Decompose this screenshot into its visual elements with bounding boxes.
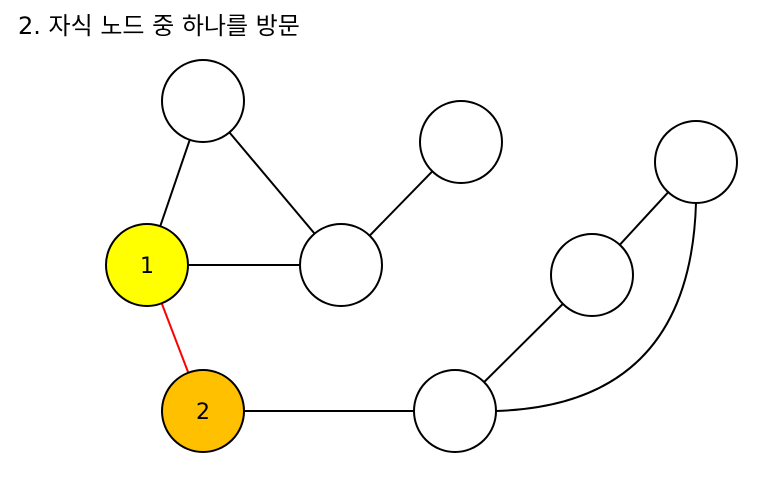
edge-top-mid xyxy=(228,131,316,235)
edge-n1-top xyxy=(159,139,191,227)
edge-bottomright-farright xyxy=(495,202,697,412)
edge-n1-n2 xyxy=(160,302,190,374)
edge-mid-topright xyxy=(368,170,434,237)
node-circle xyxy=(654,120,738,204)
graph-node-bottomright xyxy=(413,369,497,453)
edge-rightmid-farright xyxy=(619,191,669,246)
node-circle xyxy=(419,100,503,184)
node-label: 1 xyxy=(140,254,154,279)
graph-node-n1: 1 xyxy=(105,223,189,307)
node-label: 2 xyxy=(196,400,210,425)
edge-bottomright-rightmid xyxy=(483,303,564,383)
graph-node-farright xyxy=(654,120,738,204)
node-circle xyxy=(161,369,245,453)
graph-node-top xyxy=(161,59,245,143)
graph-node-rightmid xyxy=(550,233,634,317)
node-circle xyxy=(550,233,634,317)
edge-layer xyxy=(159,131,697,412)
node-circle xyxy=(161,59,245,143)
graph-node-n2: 2 xyxy=(161,369,245,453)
node-layer: 12 xyxy=(105,59,738,453)
node-circle xyxy=(299,223,383,307)
node-circle xyxy=(105,223,189,307)
page-title: 2. 자식 노드 중 하나를 방문 xyxy=(18,12,300,40)
node-circle xyxy=(413,369,497,453)
graph-node-mid xyxy=(299,223,383,307)
graph-node-topright xyxy=(419,100,503,184)
